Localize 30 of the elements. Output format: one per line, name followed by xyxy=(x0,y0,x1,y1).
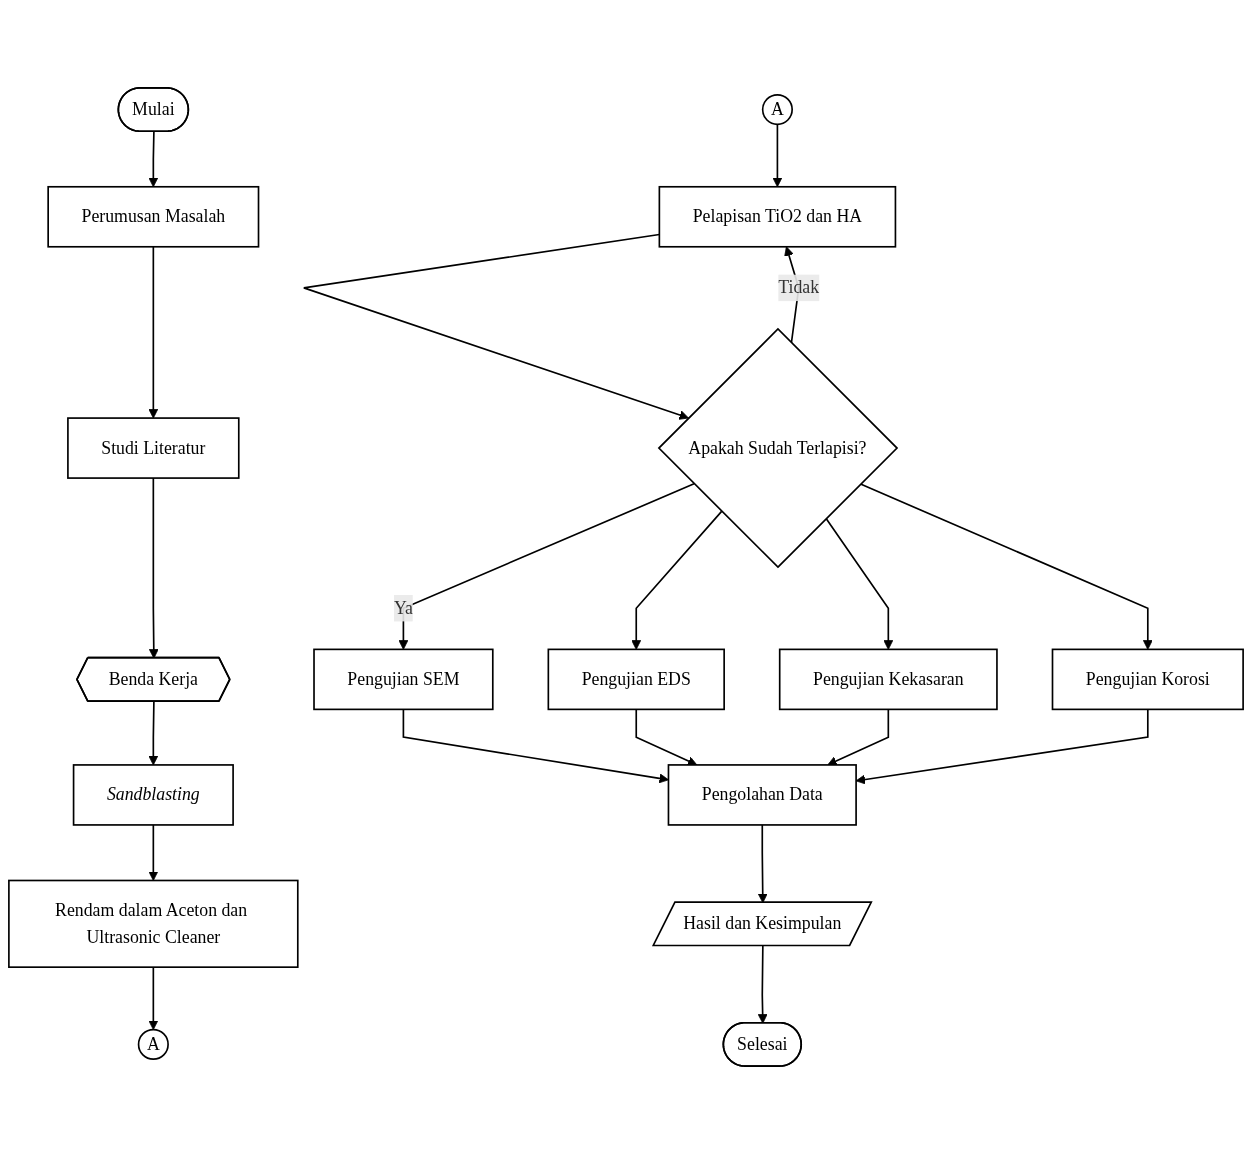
arrow xyxy=(772,123,783,187)
node-box: Pengujian SEM xyxy=(313,648,494,710)
arrow xyxy=(148,476,159,659)
arrow xyxy=(148,965,159,1030)
arrow xyxy=(631,510,723,650)
node-box: Pelapisan TiO2 dan HA xyxy=(658,185,897,248)
node-box: Sandblasting xyxy=(72,763,234,826)
edge-label: Tidak xyxy=(778,277,820,297)
node-circle: A xyxy=(761,93,793,125)
arrow xyxy=(825,517,894,650)
node-box: Pengujian EDS xyxy=(547,648,725,710)
arrow xyxy=(398,482,695,650)
node-diamond: Apakah Sudah Terlapisi? xyxy=(657,327,899,568)
node-box: Pengujian Korosi xyxy=(1051,648,1244,710)
arrow xyxy=(148,245,159,419)
node-box: Studi Literatur xyxy=(67,416,240,479)
arrow xyxy=(303,233,689,420)
arrow xyxy=(402,708,669,783)
arrow xyxy=(148,823,159,881)
arrow xyxy=(635,708,698,766)
arrow xyxy=(859,482,1153,650)
arrow xyxy=(148,130,159,187)
node-circle: A xyxy=(137,1028,169,1060)
edge-label: Ya xyxy=(393,597,413,617)
node-box: Perumusan Masalah xyxy=(47,185,260,248)
node-box: Rendam dalam Aceton dan Ultrasonic Cleaner xyxy=(8,879,299,968)
node-box: Pengolahan Data xyxy=(667,763,857,826)
arrow xyxy=(827,708,890,766)
node-box: Pengujian Kekasaran xyxy=(778,648,998,710)
arrow xyxy=(148,700,159,765)
